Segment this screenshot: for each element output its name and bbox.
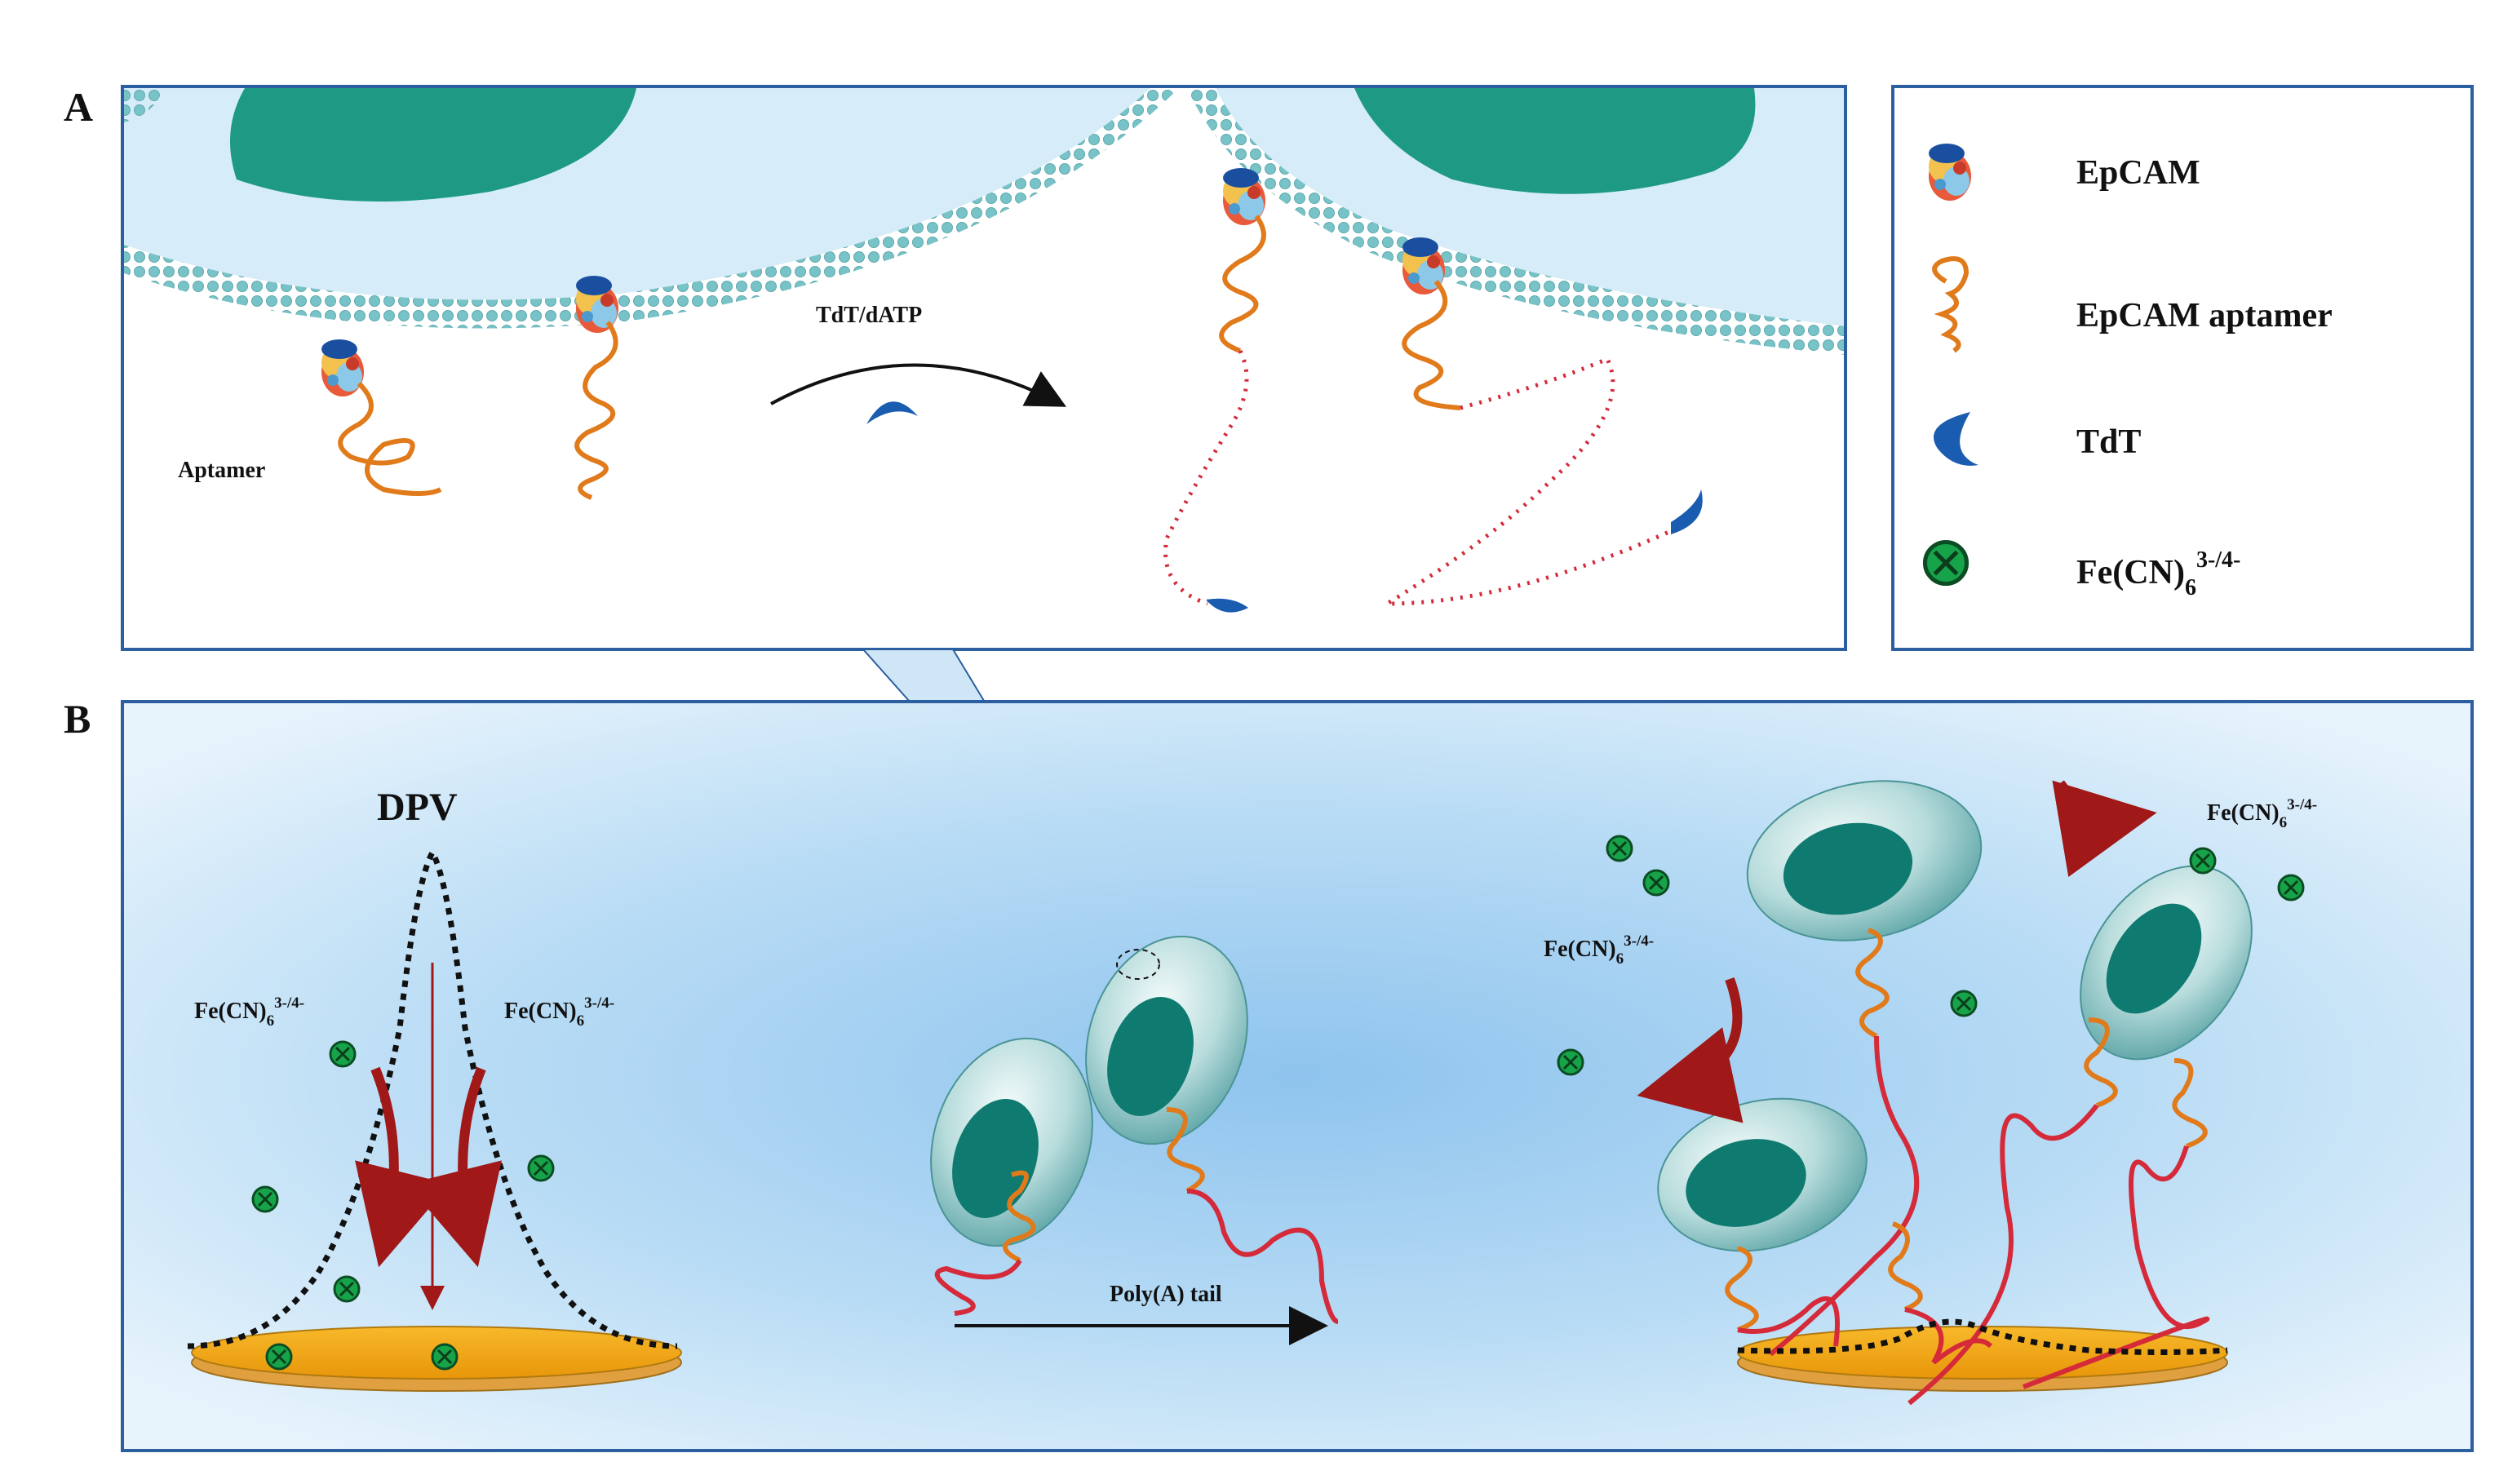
- nucleus-left: [230, 88, 636, 202]
- reaction-label: TdT/dATP: [816, 303, 922, 328]
- polya-tail: [1186, 1189, 1339, 1324]
- flow-arrow-right: [406, 1066, 502, 1268]
- aptamer-strand: [1166, 1107, 1205, 1194]
- cell: [930, 1037, 1093, 1247]
- redox-probe-icon: [1642, 869, 1670, 897]
- legend-label-epcam: EpCAM: [2076, 154, 2200, 192]
- polya-tail: [1907, 1104, 2099, 1406]
- probe-label-right: Fe(CN)63-/4-: [504, 995, 614, 1030]
- redox-probe-icon: [251, 1185, 279, 1213]
- aptamer-strand: [1725, 1246, 1759, 1332]
- aptamer-strand: [1855, 928, 1890, 1039]
- panel-a-letter: A: [64, 84, 93, 130]
- tdt-enzyme-icon: [866, 401, 918, 424]
- polya-tail: [934, 1259, 1022, 1316]
- polya-tail: [1737, 1296, 1840, 1347]
- redox-probe-icon: [1557, 1048, 1584, 1076]
- panel-b-letter: B: [64, 696, 91, 742]
- aptamer-strand: [574, 321, 618, 500]
- redox-probe-icon: [431, 1343, 459, 1371]
- legend-label-tdt: TdT: [2076, 423, 2141, 461]
- cell: [1746, 780, 1983, 941]
- cell: [1657, 1097, 1868, 1252]
- flow-arrow-left: [355, 1066, 450, 1268]
- aptamer-strand: [2084, 1017, 2118, 1108]
- probe-label-left: Fe(CN)63-/4-: [194, 995, 304, 1030]
- redox-probe-icon: [2277, 874, 2305, 901]
- panel-a-frame: Aptamer TdT/dATP: [121, 85, 1847, 963]
- dpv-label: DPV: [377, 786, 458, 829]
- cell: [2080, 865, 2253, 1061]
- reaction-arrow: [770, 363, 1067, 407]
- tdt-enzyme-icon: [1671, 489, 1703, 534]
- tdt-enzyme-icon: [1934, 412, 1978, 466]
- dpv-peak-curve: [187, 846, 678, 1349]
- tdt-enzyme-icon: [1206, 598, 1248, 613]
- redox-probe-icon: [1950, 990, 1978, 1017]
- redox-probe-icon: [329, 1040, 357, 1068]
- cell: [1085, 935, 1248, 1145]
- polya-tail: [1163, 349, 1249, 606]
- legend-label-aptamer: EpCAM aptamer: [2076, 297, 2333, 334]
- aptamer-strand: [1402, 280, 1461, 410]
- cell-membrane-left-top: [124, 88, 163, 122]
- redox-probe-icon: [527, 1154, 555, 1182]
- redox-probe-icon: [333, 1275, 361, 1303]
- polya-tail: [2022, 1145, 2210, 1389]
- legend: EpCAM EpCAM aptamer TdT Fe(CN)63-/4-: [1891, 85, 2474, 651]
- aptamer-strand: [338, 381, 442, 496]
- redox-probe-icon: [265, 1343, 293, 1371]
- redox-probe-icon: [1925, 543, 1967, 584]
- polya-tail: [1904, 1307, 1993, 1365]
- aptamer-strand: [2172, 1058, 2208, 1149]
- cell-membrane-right: [1187, 88, 1844, 355]
- cell-membrane-left: [124, 88, 1179, 329]
- polya-tail: [1769, 1035, 1920, 1357]
- zoom-target-circle: [1116, 949, 1160, 980]
- aptamer-strand: [1003, 1170, 1036, 1263]
- redox-probe-icon: [2189, 847, 2217, 875]
- probe-label-top: Fe(CN)63-/4-: [2207, 796, 2317, 831]
- aptamer-strand: [1888, 1221, 1923, 1312]
- aptamer-icon: [1932, 256, 1970, 353]
- probe-label-left-side: Fe(CN)63-/4-: [1544, 932, 1654, 968]
- aptamer-strand: [1219, 215, 1266, 353]
- panel-b-frame: DPV Fe(CN)63-/4- Fe(CN)63-/4- Poly(A) ta…: [121, 700, 2474, 1452]
- flow-arrow-top: [2052, 780, 2157, 877]
- aptamer-label: Aptamer: [178, 458, 265, 483]
- redox-probe-icon: [1606, 835, 1633, 862]
- polya-label: Poly(A) tail: [1110, 1282, 1222, 1307]
- flow-arrow-left: [1637, 977, 1744, 1123]
- legend-label-probe: Fe(CN)63-/4-: [2076, 547, 2240, 600]
- nucleus-right: [1354, 88, 1756, 194]
